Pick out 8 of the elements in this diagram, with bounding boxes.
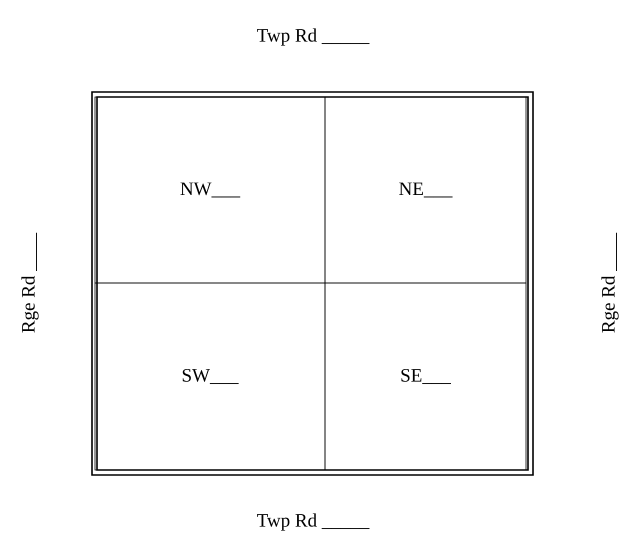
- road-label: Rge Rd ____: [21, 232, 39, 333]
- quadrant-cell: SW___: [94, 282, 326, 470]
- quadrant-cell: NE___: [324, 96, 526, 284]
- quadrant-cell: NW___: [94, 96, 326, 284]
- quadrant-cell: SE___: [324, 282, 526, 470]
- road-label: Rge Rd ____: [601, 232, 619, 333]
- road-label: Twp Rd _____: [257, 28, 370, 46]
- road-label: Twp Rd _____: [257, 513, 370, 531]
